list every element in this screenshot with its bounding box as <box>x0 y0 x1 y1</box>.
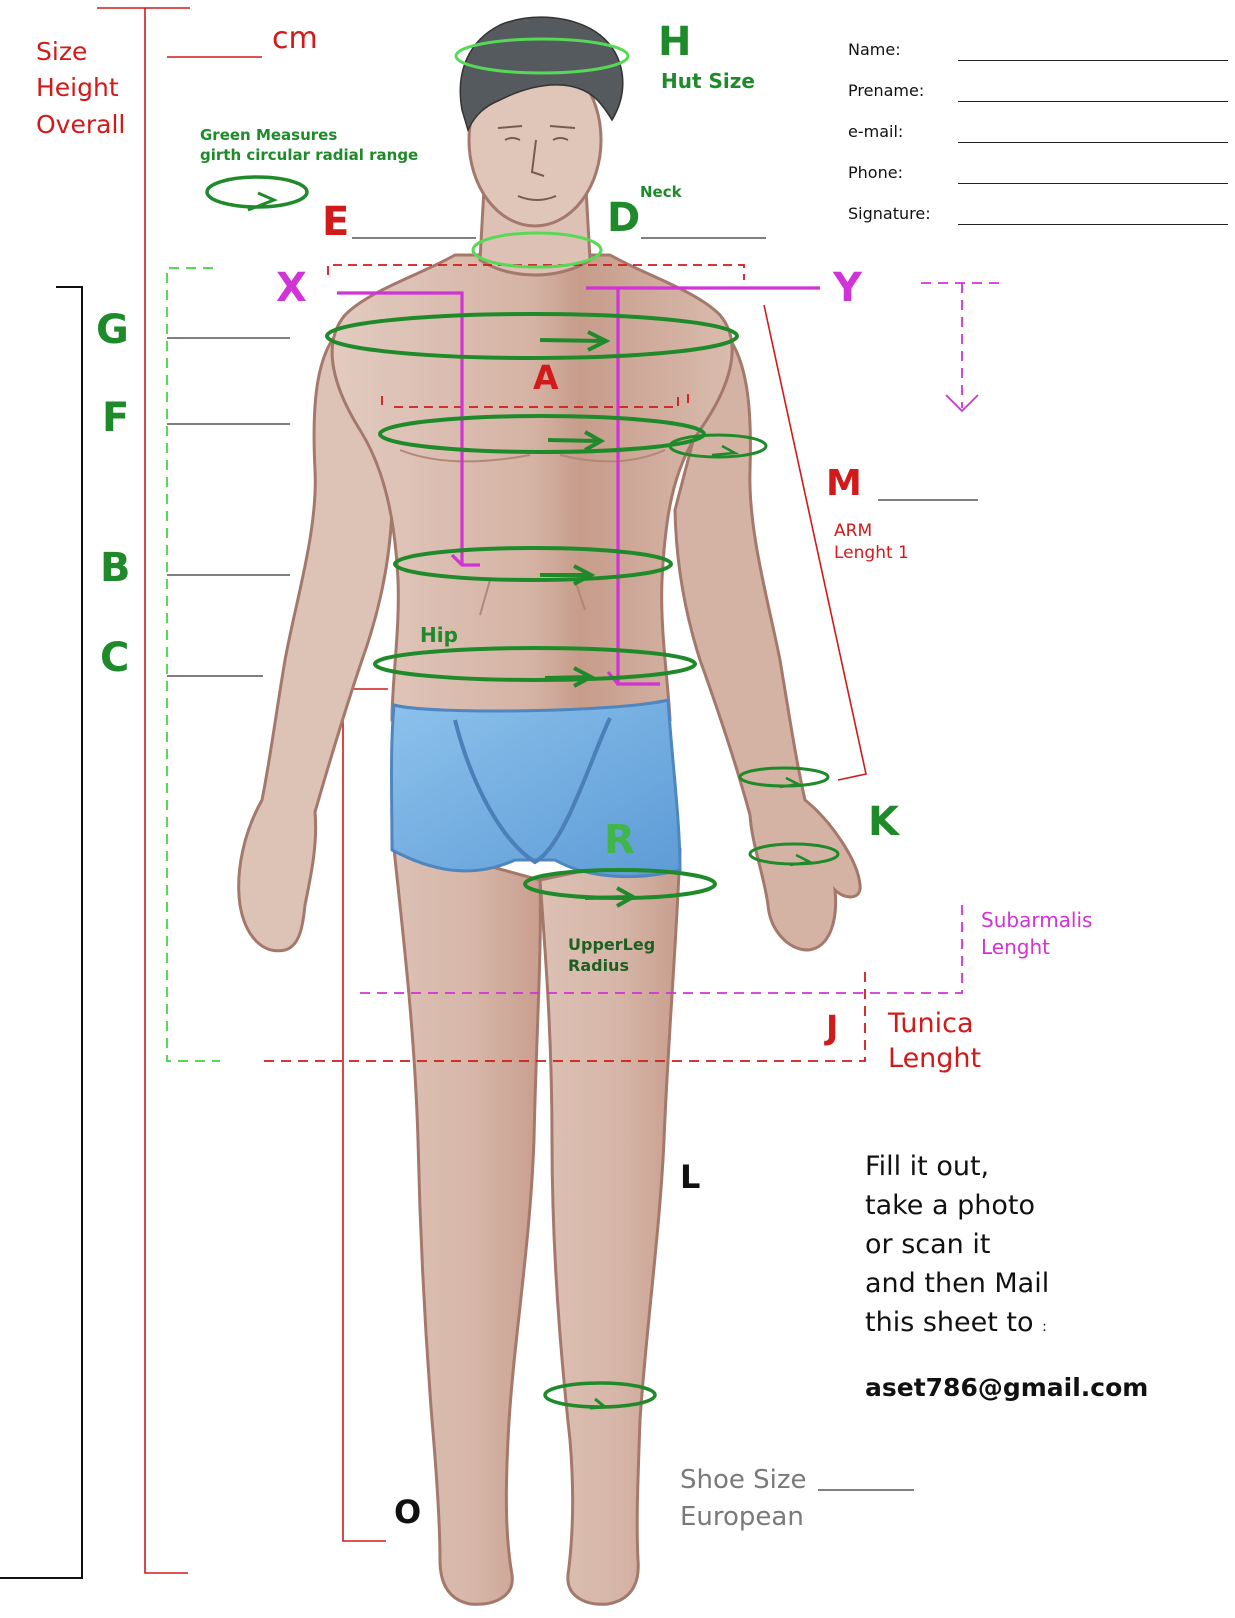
instruction-line3: or scan it <box>865 1226 1049 1265</box>
height-word: Height <box>36 70 125 106</box>
shoe-line1: Shoe Size <box>680 1462 807 1499</box>
form-row-phone: Phone: <box>848 163 1235 193</box>
marker-e: E <box>322 200 349 245</box>
marker-h: H <box>658 20 691 65</box>
marker-r: R <box>604 818 635 863</box>
green-measures-legend: Green Measures girth circular radial ran… <box>200 126 418 165</box>
instruction-line5-wrap: this sheet to : <box>865 1304 1049 1343</box>
marker-f: F <box>102 396 129 441</box>
shoe-size-label: Shoe Size European <box>680 1462 807 1536</box>
size-height-line <box>97 8 190 1573</box>
arm-line2: Lenght 1 <box>834 542 909 564</box>
subarmalis-label: Subarmalis Lenght <box>981 907 1092 961</box>
contact-email[interactable]: aset786@gmail.com <box>865 1374 1148 1402</box>
marker-k: K <box>868 800 899 845</box>
hut-size-label: Hut Size <box>661 70 755 92</box>
instruction-line5: this sheet to <box>865 1307 1034 1338</box>
upperleg-line1: UpperLeg <box>568 935 655 956</box>
upperleg-radius-label: UpperLeg Radius <box>568 935 655 977</box>
magenta-dashed-arrow <box>921 283 1005 411</box>
form-row-prename: Prename: <box>848 81 1235 111</box>
signature-field[interactable] <box>958 224 1228 225</box>
instruction-line4: and then Mail <box>865 1265 1049 1304</box>
marker-g: G <box>96 308 129 353</box>
marker-j: J <box>826 1010 838 1047</box>
prename-field[interactable] <box>958 101 1228 102</box>
signature-label: Signature: <box>848 204 931 223</box>
cm-unit: cm <box>272 22 318 56</box>
marker-o: O <box>394 1495 421 1531</box>
instruction-colon: : <box>1042 1319 1047 1335</box>
instructions: Fill it out, take a photo or scan it and… <box>865 1148 1049 1342</box>
marker-m: M <box>826 464 862 504</box>
marker-d: D <box>607 196 640 241</box>
instruction-line2: take a photo <box>865 1187 1049 1226</box>
shorts <box>392 700 681 877</box>
subarmalis-line1: Subarmalis <box>981 907 1092 934</box>
size-height-overall-label: Size Height Overall <box>36 34 125 143</box>
phone-field[interactable] <box>958 183 1228 184</box>
subarmalis-line2: Lenght <box>981 934 1092 961</box>
marker-a: A <box>533 360 559 397</box>
email-label: e-mail: <box>848 122 903 141</box>
marker-x: X <box>276 266 307 311</box>
marker-b: B <box>100 546 131 591</box>
torso <box>332 255 732 720</box>
instruction-line1: Fill it out, <box>865 1148 1049 1187</box>
hip-label: Hip <box>420 624 458 646</box>
upperleg-line2: Radius <box>568 956 655 977</box>
form-row-name: Name: <box>848 40 1235 70</box>
torso-length-bracket <box>167 268 220 1061</box>
name-label: Name: <box>848 40 901 59</box>
phone-label: Phone: <box>848 163 903 182</box>
tunica-line2: Lenght <box>888 1041 981 1076</box>
marker-y: Y <box>833 266 862 311</box>
tunica-line1: Tunica <box>888 1006 981 1041</box>
name-field[interactable] <box>958 60 1228 61</box>
marker-l: L <box>680 1160 700 1196</box>
green-measures-line2: girth circular radial range <box>200 146 418 166</box>
overall-word: Overall <box>36 107 125 143</box>
form-row-signature: Signature: <box>848 204 1235 234</box>
shoe-line2: European <box>680 1499 807 1536</box>
form-row-email: e-mail: <box>848 122 1235 152</box>
arm-length-label: ARM Lenght 1 <box>834 520 909 564</box>
prename-label: Prename: <box>848 81 924 100</box>
green-measures-line1: Green Measures <box>200 126 418 146</box>
size-word: Size <box>36 34 125 70</box>
left-leg <box>393 840 540 1604</box>
email-field[interactable] <box>958 142 1228 143</box>
arm-line1: ARM <box>834 520 909 542</box>
overall-height-bracket <box>0 287 82 1578</box>
marker-c: C <box>100 636 129 681</box>
neck-label: Neck <box>640 184 682 201</box>
tunica-length-label: Tunica Lenght <box>888 1006 981 1076</box>
